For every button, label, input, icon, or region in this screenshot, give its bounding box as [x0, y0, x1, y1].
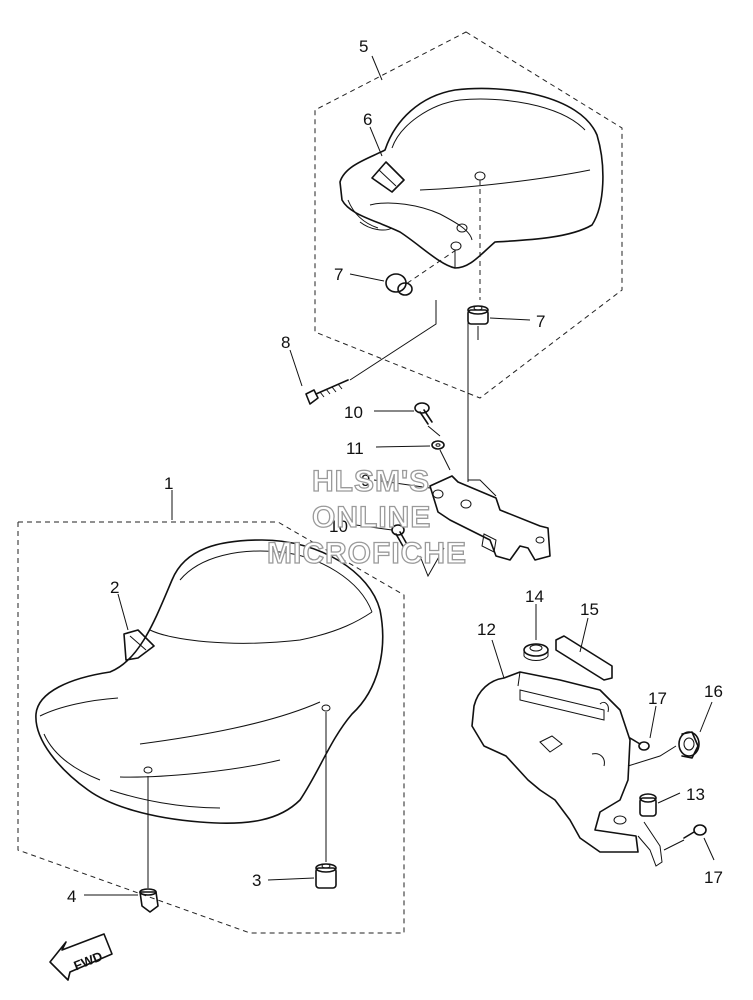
grommet-part-16 — [678, 731, 700, 759]
callout-7-lower: 7 — [536, 312, 545, 331]
callout-2: 2 — [110, 578, 119, 597]
damper-part-7-right — [467, 305, 489, 325]
damper-part-7-left — [385, 273, 413, 296]
callout-15: 15 — [580, 600, 599, 619]
callout-14: 14 — [525, 587, 544, 606]
grommet-part-14 — [523, 643, 549, 661]
callout-9: 9 — [361, 471, 370, 490]
bolt-part-10-upper — [414, 402, 433, 425]
damper-part-13 — [639, 793, 657, 817]
screw-part-17-upper — [629, 737, 650, 751]
bolt-part-8 — [305, 379, 349, 405]
washer-part-11 — [431, 440, 445, 450]
callout-8: 8 — [281, 333, 290, 352]
watermark: HLSM'S ONLINE MICROFICHE — [266, 464, 467, 570]
fwd-arrow-icon: FWD — [49, 933, 113, 981]
strap-part-6 — [371, 161, 405, 193]
damper-part-3 — [315, 863, 337, 889]
callout-17-upper: 17 — [648, 689, 667, 708]
bracket-part-9 — [429, 475, 551, 561]
callout-leaders — [84, 55, 715, 896]
side-cover-part-12 — [471, 671, 663, 867]
callout-labels: 1 2 3 4 5 6 7 7 8 9 10 10 11 12 13 14 15… — [67, 37, 723, 906]
front-seat-group-boundary — [17, 521, 405, 934]
callout-12: 12 — [477, 620, 496, 639]
screw-part-17-lower — [683, 824, 707, 839]
callout-16: 16 — [704, 682, 723, 701]
callout-6: 6 — [363, 110, 372, 129]
front-seat-part-1 — [35, 539, 384, 824]
front-seat-group — [17, 521, 405, 934]
rear-seat-part-5 — [339, 87, 604, 269]
callout-7-upper: 7 — [334, 265, 343, 284]
strap-part-2 — [123, 629, 155, 661]
callout-5: 5 — [359, 37, 368, 56]
rear-seat-group-boundary — [314, 31, 623, 399]
watermark-line-2: ONLINE — [312, 501, 431, 534]
callout-10-upper: 10 — [344, 403, 363, 422]
callout-13: 13 — [686, 785, 705, 804]
callout-4: 4 — [67, 887, 76, 906]
callout-3: 3 — [252, 871, 261, 890]
callout-17-lower: 17 — [704, 868, 723, 887]
watermark-line-3: MICROFICHE — [267, 537, 467, 570]
watermark-line-1: HLSM'S — [312, 465, 430, 498]
callout-11: 11 — [346, 439, 364, 458]
rear-seat-group — [314, 31, 623, 399]
clip-part-4 — [139, 888, 159, 913]
band-part-15 — [555, 635, 613, 681]
callout-10-lower: 10 — [329, 517, 348, 536]
callout-1: 1 — [164, 474, 173, 493]
